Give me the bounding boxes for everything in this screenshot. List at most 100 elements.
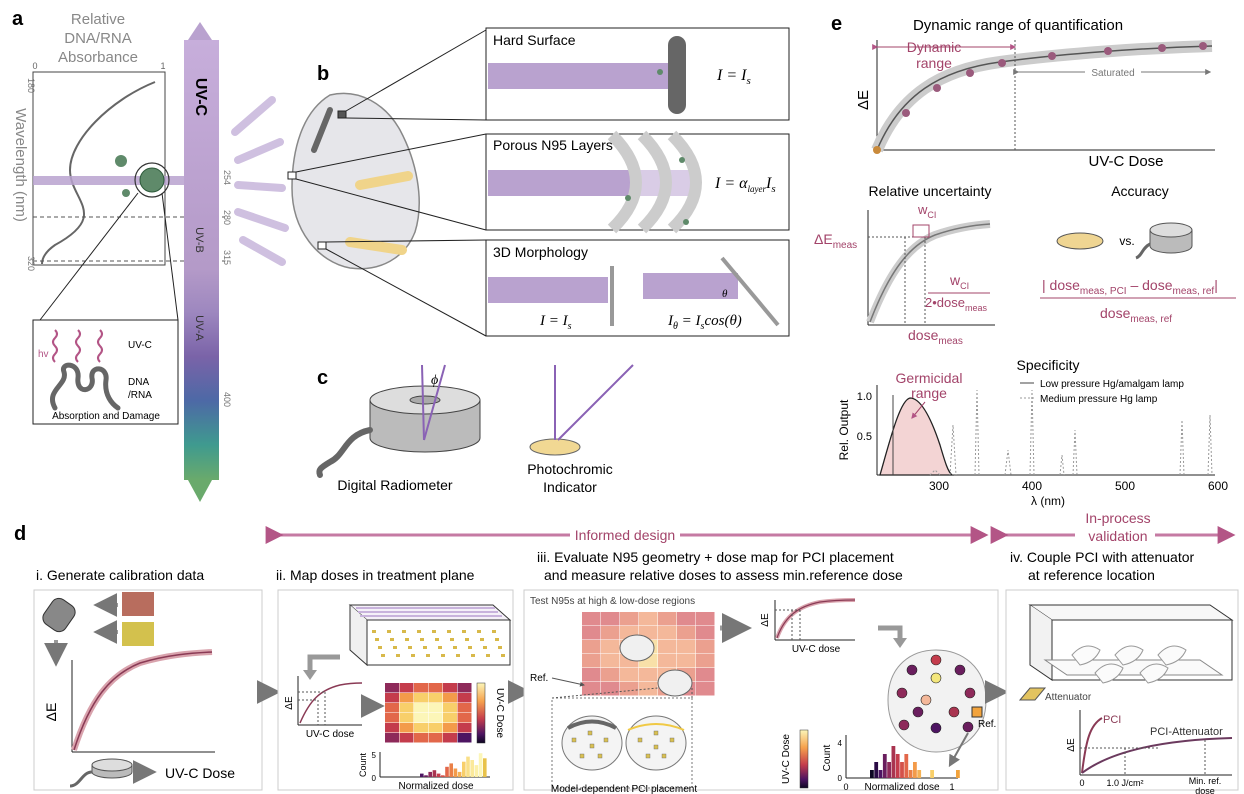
virus-icon xyxy=(657,69,663,75)
pci-dot xyxy=(480,638,484,641)
pci-dot xyxy=(456,654,460,657)
e-ylabel: ΔE xyxy=(855,90,872,110)
pci-dot xyxy=(426,654,430,657)
rel-unc-title: Relative uncertainty xyxy=(869,183,992,199)
ru-den: 2•dosemeas xyxy=(925,295,987,313)
mask-nose-clip xyxy=(311,107,333,153)
panel-b-label: b xyxy=(317,63,329,85)
plane-cell xyxy=(639,668,658,682)
band-uva: UV-A xyxy=(193,315,205,341)
germicidal-curve xyxy=(879,397,954,476)
pci-dot xyxy=(438,646,442,649)
attenuator-label: Attenuator xyxy=(1045,692,1092,703)
absorbance-title-2: DNA/RNA xyxy=(64,30,132,47)
wavelength-axis-label: Wavelength (nm) xyxy=(12,108,29,222)
pci-dot xyxy=(495,638,499,641)
iii-norm-dose: Normalized dose xyxy=(864,782,939,793)
panel-c: c ϕ Digital Radiometer Photochromic Indi… xyxy=(316,364,634,495)
hist-bar xyxy=(424,775,428,777)
inset-dna-2: /RNA xyxy=(128,390,152,401)
heatmap-cell xyxy=(385,703,399,713)
tick-180: 180 xyxy=(26,78,36,93)
uv-beam xyxy=(488,63,668,89)
min-ref-2: dose xyxy=(1195,786,1215,794)
ii-ylabel: ΔE xyxy=(284,696,295,710)
tick-280: 280 xyxy=(222,210,232,225)
pci-dose-dot xyxy=(896,687,908,699)
colorimeter-icon xyxy=(42,597,76,633)
mask-layer xyxy=(667,130,702,234)
pci-dot xyxy=(653,730,659,736)
hist-bar xyxy=(882,754,887,778)
virus-icon xyxy=(625,195,631,201)
ii-histogram xyxy=(420,753,487,777)
hist-bar xyxy=(900,762,904,778)
iv-ylabel: ΔE xyxy=(1066,738,1077,752)
heatmap-cell xyxy=(457,713,472,723)
hist-bar xyxy=(891,746,896,778)
vs-label: vs. xyxy=(1119,234,1134,248)
plane-cell xyxy=(582,626,601,640)
pci-dot xyxy=(402,630,406,633)
uv-rays xyxy=(231,96,289,266)
mask-strap-top xyxy=(355,171,413,190)
pci-dose-dot xyxy=(930,654,942,666)
n95-on-map xyxy=(657,669,693,697)
heatmap-cell xyxy=(443,723,457,733)
plane-cell xyxy=(582,654,601,668)
hist-bar xyxy=(470,760,474,777)
pci-dot xyxy=(393,646,397,649)
indicator-label-1: Photochromic xyxy=(527,461,613,477)
step-iv-1: iv. Couple PCI with attenuator xyxy=(1010,549,1195,565)
eq-morph-2: Iθ = Iscos(θ) xyxy=(667,313,742,332)
pci-dot xyxy=(653,744,659,750)
heatmap-cell xyxy=(385,683,399,693)
pci-dot xyxy=(405,638,409,641)
e-xlabel: UV-C Dose xyxy=(1088,153,1163,170)
plane-cell xyxy=(677,640,696,654)
zoom-line xyxy=(345,117,487,121)
plane-cell xyxy=(582,682,601,696)
specificity-title: Specificity xyxy=(1016,357,1079,373)
pci-curve xyxy=(1081,717,1103,774)
hist3-x-1: 1 xyxy=(949,782,954,792)
plane-cell xyxy=(582,612,601,626)
ref-label: Ref. xyxy=(530,673,548,684)
plane-cell xyxy=(658,626,677,640)
abs-axis-min: 0 xyxy=(32,61,37,71)
heatmap-cell xyxy=(457,693,472,703)
hist-bar xyxy=(904,754,909,778)
pci-dot xyxy=(411,654,415,657)
uv-ray xyxy=(423,364,446,441)
arrow xyxy=(878,625,903,640)
plane-cell xyxy=(696,640,715,654)
treatment-plane-map xyxy=(582,612,715,696)
plane-cell xyxy=(696,612,715,626)
spectrum-arrow-bottom xyxy=(188,480,212,502)
pci-dose-dot xyxy=(912,706,924,718)
iv-x-1j: 1.0 J/cm² xyxy=(1106,778,1143,788)
saturated-bg xyxy=(1085,66,1141,78)
attenuator-icon xyxy=(1018,687,1047,701)
hist-bar xyxy=(930,770,934,778)
hist-bar xyxy=(474,765,479,777)
pci-dose-dot xyxy=(906,664,918,676)
pci-dot xyxy=(375,638,379,641)
virus-icon xyxy=(679,157,685,163)
heatmap-cell xyxy=(428,713,443,723)
hist-bar xyxy=(895,754,900,778)
n95-model-1 xyxy=(561,715,623,771)
hist-bar xyxy=(874,762,879,778)
heatmap-cell xyxy=(399,723,414,733)
absorbance-axes xyxy=(32,71,166,266)
virus-icon xyxy=(683,219,689,225)
hard-surface-wall xyxy=(668,36,686,114)
pci-dot xyxy=(471,654,475,657)
morphology-title: 3D Morphology xyxy=(493,244,588,260)
pci-dot xyxy=(597,753,603,759)
step-ii: ii. Map doses in treatment plane xyxy=(276,567,475,583)
heatmap-cell xyxy=(443,713,457,723)
n95-dose-map xyxy=(887,649,987,753)
chamber-iv-top xyxy=(1028,604,1234,621)
heatmap-cell xyxy=(428,723,443,733)
